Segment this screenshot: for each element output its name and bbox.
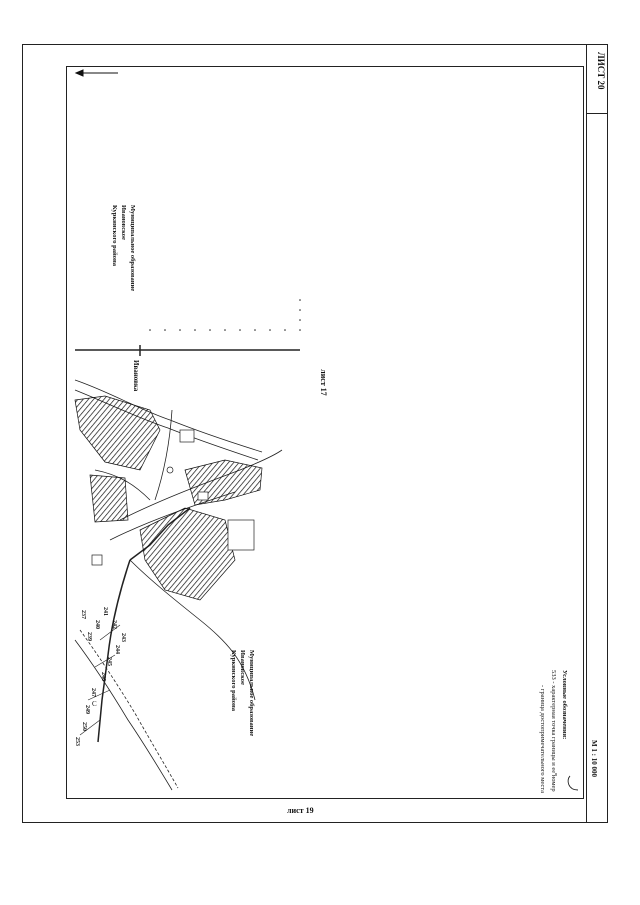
- legend-item-key: 533: [550, 670, 557, 680]
- legend-item-boundary: - граница достопримечательного места: [537, 685, 546, 793]
- leaders: [79, 624, 121, 736]
- sheet-label: ЛИСТ 20: [596, 52, 606, 90]
- north-label: С: [92, 700, 97, 708]
- legend-item-text: - характерная точка границы и ее номер: [550, 681, 557, 792]
- point-label: 242: [111, 620, 117, 629]
- point-label: 244: [114, 645, 120, 654]
- point-label: 249: [84, 705, 90, 714]
- point-label: 247: [90, 688, 96, 697]
- map-sheet: [22, 44, 608, 823]
- muni-label-left: Муниципальное образование Ивановское Кур…: [229, 650, 255, 736]
- sheet-label-box: ЛИСТ 20: [586, 44, 608, 114]
- neighbor-sheet-top: лист 17: [318, 369, 328, 396]
- map-frame: [66, 66, 584, 799]
- north-arrow: [74, 69, 118, 77]
- legend-linework: [555, 773, 579, 791]
- point-label: 250: [81, 722, 87, 731]
- point-label: 237: [80, 610, 86, 619]
- sheet-title-strip: ЛИСТ 20: [586, 44, 608, 823]
- muni-right-line-1: Муниципальное образование: [129, 205, 136, 292]
- legend-item-text: - граница достопримечательного места: [539, 685, 546, 794]
- point-label: 241: [102, 607, 108, 616]
- point-label: 240: [94, 620, 100, 629]
- hatched-parcels: [74, 395, 263, 601]
- legend-item-point: 533 - характерная точка границы и ее ном…: [548, 670, 557, 792]
- muni-right-line-3: Куркинского района: [111, 205, 119, 266]
- muni-right-line-2: Ивановское: [120, 205, 128, 240]
- muni-left-line-1: Муниципальное образование: [248, 650, 255, 737]
- neighbor-sheet-bottom: лист 19: [287, 806, 314, 815]
- scale-text: М 1 : 10 000: [590, 740, 598, 777]
- dotted-boundary: [149, 299, 301, 331]
- muni-label-right: Муниципальное образование Ивановское Кур…: [110, 205, 136, 291]
- point-label: 253: [74, 737, 80, 746]
- muni-left-line-3: Куркинского района: [230, 650, 238, 711]
- muni-left-line-2: Ивановское: [239, 650, 247, 685]
- legend-title: Условные обозначения:: [561, 670, 568, 740]
- point-label: 243: [120, 633, 126, 642]
- point-label: 245: [106, 657, 112, 666]
- village-label: Ивановка: [132, 360, 140, 392]
- point-label: 239: [86, 632, 92, 641]
- building-outlines: [91, 429, 255, 566]
- point-label: 246: [100, 672, 106, 681]
